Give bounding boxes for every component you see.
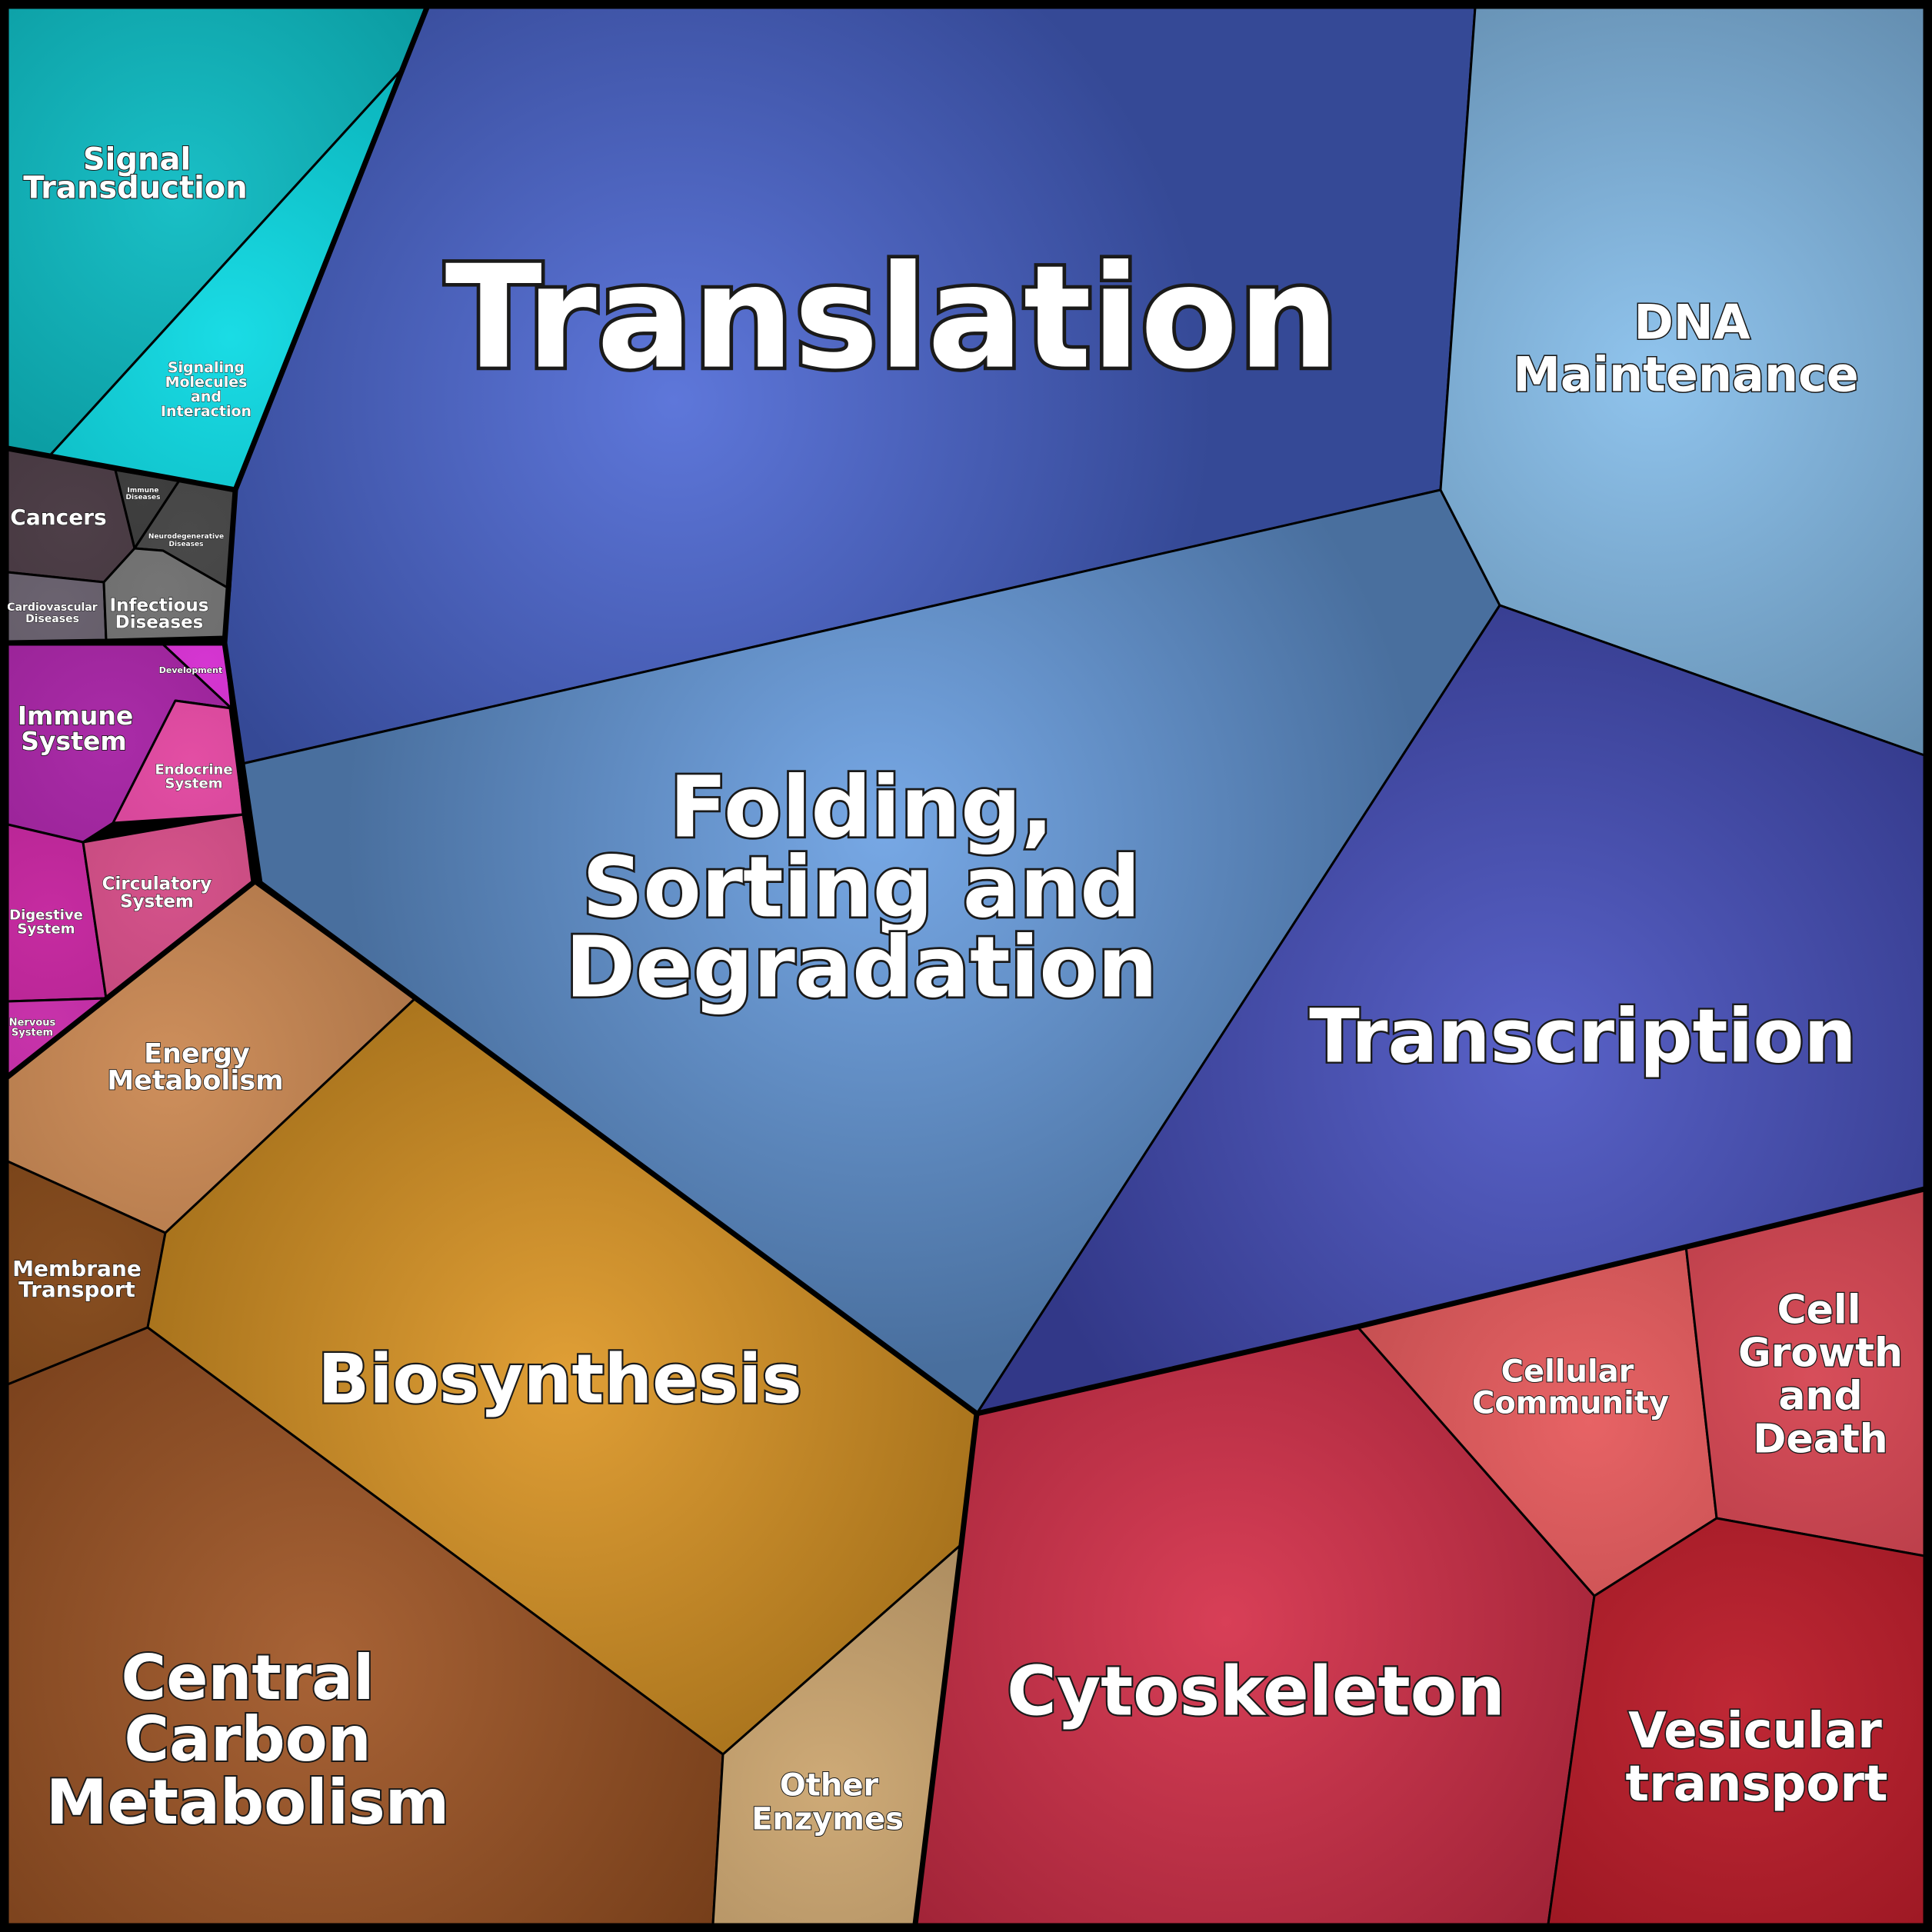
label-development: Development <box>159 665 222 675</box>
group-border-0 <box>222 5 980 1417</box>
label-transcription: Transcription <box>1309 994 1857 1080</box>
group-border-5 <box>912 1411 980 1927</box>
group-border-4 <box>974 1186 1927 1417</box>
label-biosynthesis: Biosynthesis <box>318 1340 801 1419</box>
group-border-3 <box>5 705 257 1080</box>
label-cytoskeleton: Cytoskeleton <box>1007 1652 1505 1731</box>
label-cancers: Cancers <box>10 505 106 530</box>
group-border-1 <box>5 445 238 493</box>
label-translation: Translation <box>445 235 1340 401</box>
